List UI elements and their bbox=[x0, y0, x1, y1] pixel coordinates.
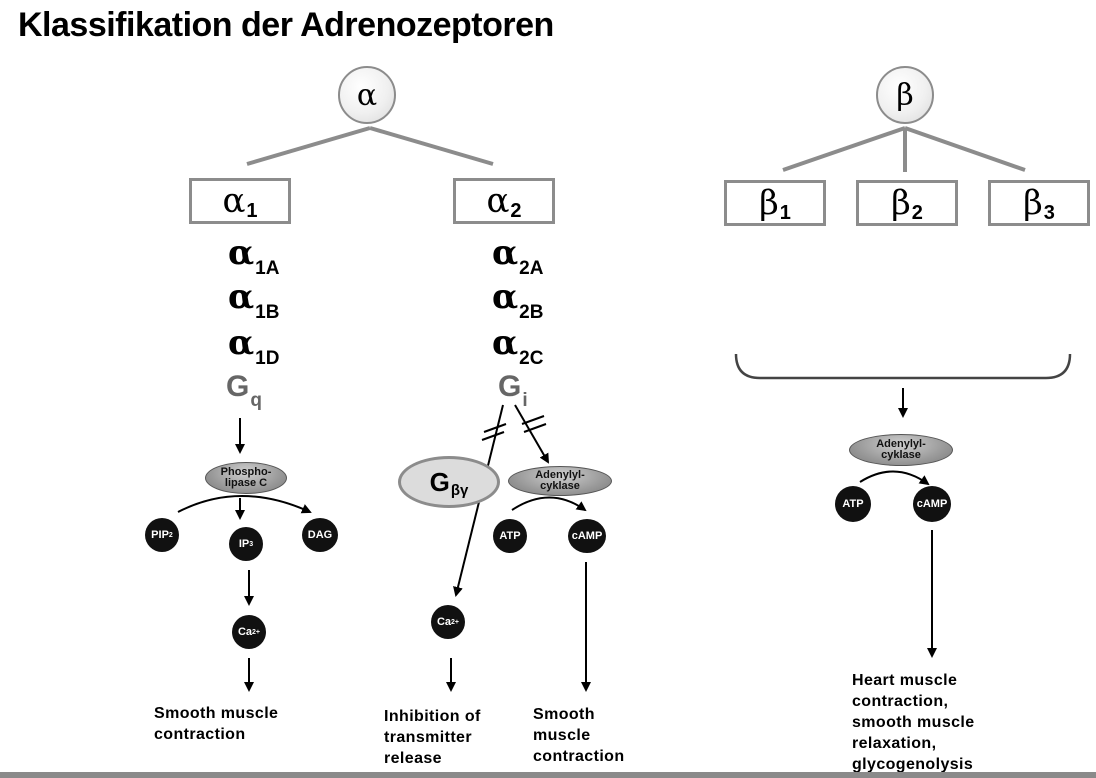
adenylyl-cyklase-alpha2: Adenylyl- cyklase bbox=[508, 466, 612, 496]
beta-brace bbox=[734, 353, 1072, 380]
alpha1d-label: α1D bbox=[228, 323, 280, 369]
alpha2-symbol: α bbox=[486, 181, 510, 221]
page-title: Klassifikation der Adrenozeptoren bbox=[18, 6, 554, 44]
arrow-pip2-to-dag bbox=[177, 495, 312, 514]
alpha2-outcome-inhibition: Inhibition of transmitter release bbox=[384, 708, 481, 767]
alpha2a-label: α2A bbox=[492, 233, 544, 279]
beta-outcome: Heart muscle contraction, smooth muscle … bbox=[852, 672, 975, 773]
alpha-root-node: α bbox=[338, 66, 396, 124]
adenylyl-cyklase-beta: Adenylyl- cyklase bbox=[849, 434, 953, 466]
alpha2c-label: α2C bbox=[492, 323, 544, 369]
alpha1b-label: α1B bbox=[228, 277, 280, 323]
alpha1a-label: α1A bbox=[228, 233, 280, 279]
camp-node-alpha2: cAMP bbox=[568, 519, 606, 553]
atp-node-beta: ATP bbox=[835, 486, 871, 522]
alpha2-index: 2 bbox=[510, 199, 522, 222]
alpha1-outcome: Smooth muscle contraction bbox=[154, 705, 279, 743]
beta1-index: 1 bbox=[779, 201, 791, 224]
alpha2-outcome-contraction: Smooth muscle contraction bbox=[533, 706, 625, 765]
gq-label: Gq bbox=[226, 370, 262, 411]
dag-node: DAG bbox=[302, 518, 338, 552]
beta-tree-lines bbox=[782, 126, 1026, 172]
phospholipase-c-ellipse: Phospho- lipase C bbox=[205, 462, 287, 494]
alpha-tree-lines bbox=[246, 126, 494, 166]
alpha2b-label: α2B bbox=[492, 277, 544, 323]
arrow-atp-to-camp-beta bbox=[859, 470, 930, 486]
camp-node-beta: cAMP bbox=[913, 486, 951, 522]
block-marks bbox=[481, 415, 547, 441]
alpha1-symbol: α bbox=[222, 181, 246, 221]
gi-label: Gi bbox=[498, 370, 528, 411]
beta3-symbol: β bbox=[1023, 183, 1043, 223]
alpha1-index: 1 bbox=[246, 199, 258, 222]
beta3-index: 3 bbox=[1043, 201, 1055, 224]
atp-node-alpha2: ATP bbox=[493, 519, 527, 553]
arrow-atp-to-camp-a2 bbox=[511, 496, 587, 512]
beta1-symbol: β bbox=[759, 183, 779, 223]
beta-root-node: β bbox=[876, 66, 934, 124]
arrow-gi-to-adenylyl bbox=[514, 404, 550, 464]
bottom-divider bbox=[0, 772, 1096, 778]
beta2-index: 2 bbox=[911, 201, 923, 224]
beta2-symbol: β bbox=[891, 183, 911, 223]
